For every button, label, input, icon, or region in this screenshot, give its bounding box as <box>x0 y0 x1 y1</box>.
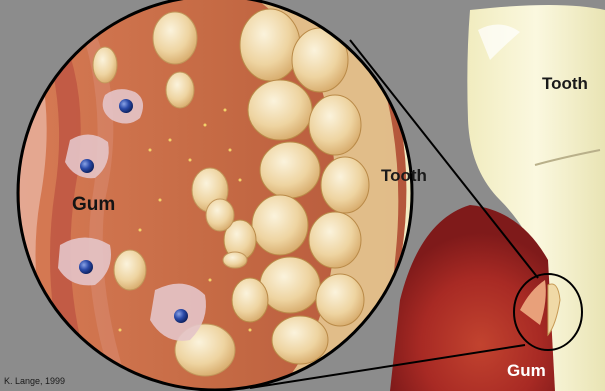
tooth-label-zoom: Tooth <box>381 166 427 186</box>
artist-credit: K. Lange, 1999 <box>4 376 65 386</box>
gum-label-large: Gum <box>507 361 546 381</box>
gum-label-zoom: Gum <box>72 194 115 216</box>
tooth-label-large: Tooth <box>542 74 588 94</box>
